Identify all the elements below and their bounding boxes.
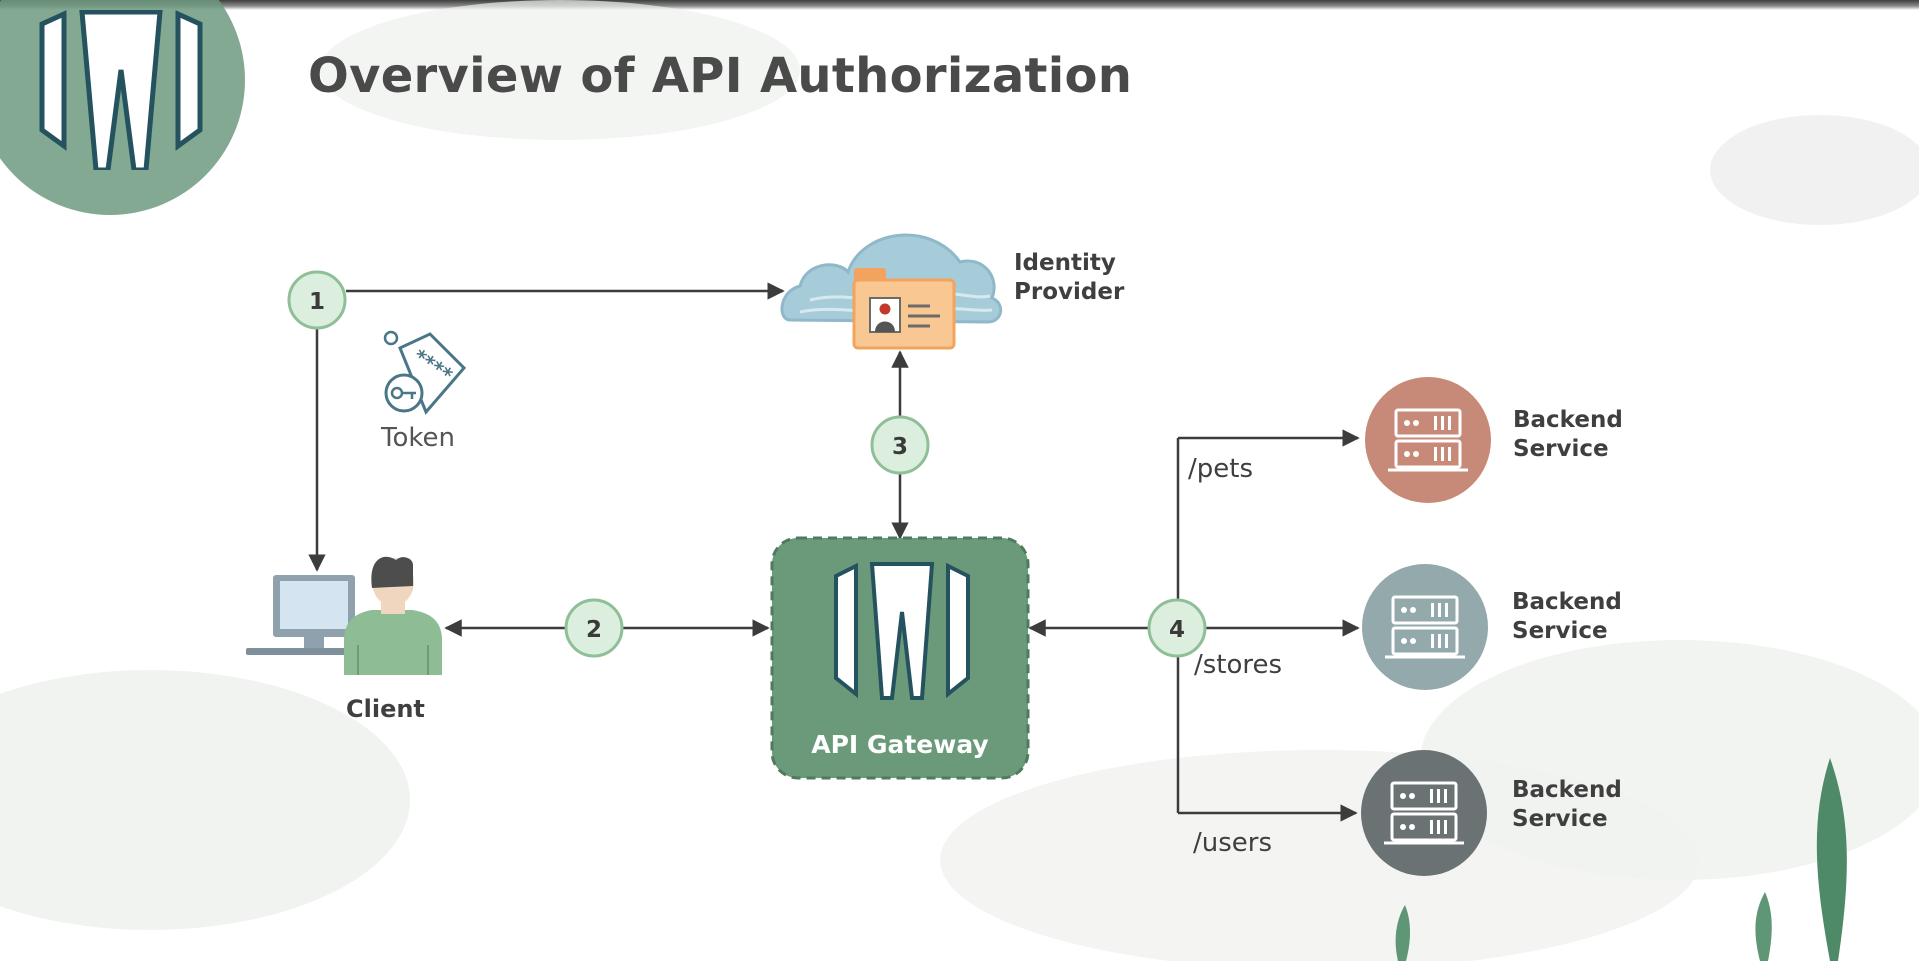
- step-circle-1: 1: [287, 270, 347, 330]
- backend-service-circle-1: [1365, 377, 1491, 503]
- client-label: Client: [346, 695, 425, 723]
- step-circle-3: 3: [870, 415, 930, 475]
- page-title: Overview of API Authorization: [308, 48, 1133, 104]
- step-number-2: 2: [586, 617, 602, 643]
- tree-decoration: [1816, 758, 1847, 961]
- client-computer-icon: [246, 575, 376, 655]
- small-tree-decoration: [1755, 892, 1772, 961]
- logo-icon: [39, 10, 203, 170]
- backend-service-label-3: Backend Service: [1512, 777, 1622, 832]
- step-number-3: 3: [892, 434, 908, 460]
- backend-service-label-1: Backend Service: [1513, 407, 1623, 462]
- server-icon: [1384, 781, 1464, 845]
- client-user-icon: [344, 556, 442, 675]
- server-icon: [1388, 408, 1468, 472]
- bottom-right-texture-decoration: [1420, 640, 1919, 880]
- identity-provider-cloud-icon: [780, 233, 1003, 350]
- token-label: Token: [381, 423, 455, 453]
- route-label-stores: /stores: [1194, 650, 1283, 680]
- backend-service-circle-2: [1362, 564, 1488, 690]
- backend-service-label-2: Backend Service: [1512, 589, 1622, 644]
- token-tag-icon: ****: [383, 330, 467, 415]
- right-texture-decoration: [1710, 115, 1919, 225]
- step-circle-4: 4: [1147, 598, 1207, 658]
- backend-service-circle-3: [1361, 750, 1487, 876]
- step-circle-2: 2: [564, 598, 624, 658]
- top-leaf-decoration: [320, 0, 800, 140]
- identity-provider-label: Identity Provider: [1014, 250, 1125, 305]
- server-icon: [1385, 595, 1465, 659]
- small-plant-decoration: [1395, 905, 1411, 961]
- bottom-left-leaf-decoration: [0, 670, 410, 930]
- top-shadow-bar: [0, 0, 1919, 10]
- api-gateway-label: API Gateway: [811, 730, 989, 759]
- route-label-users: /users: [1193, 828, 1273, 858]
- step-number-1: 1: [309, 289, 325, 315]
- route-label-pets: /pets: [1188, 454, 1253, 484]
- api-gateway-logo-icon: [834, 562, 970, 700]
- step-number-4: 4: [1169, 617, 1185, 643]
